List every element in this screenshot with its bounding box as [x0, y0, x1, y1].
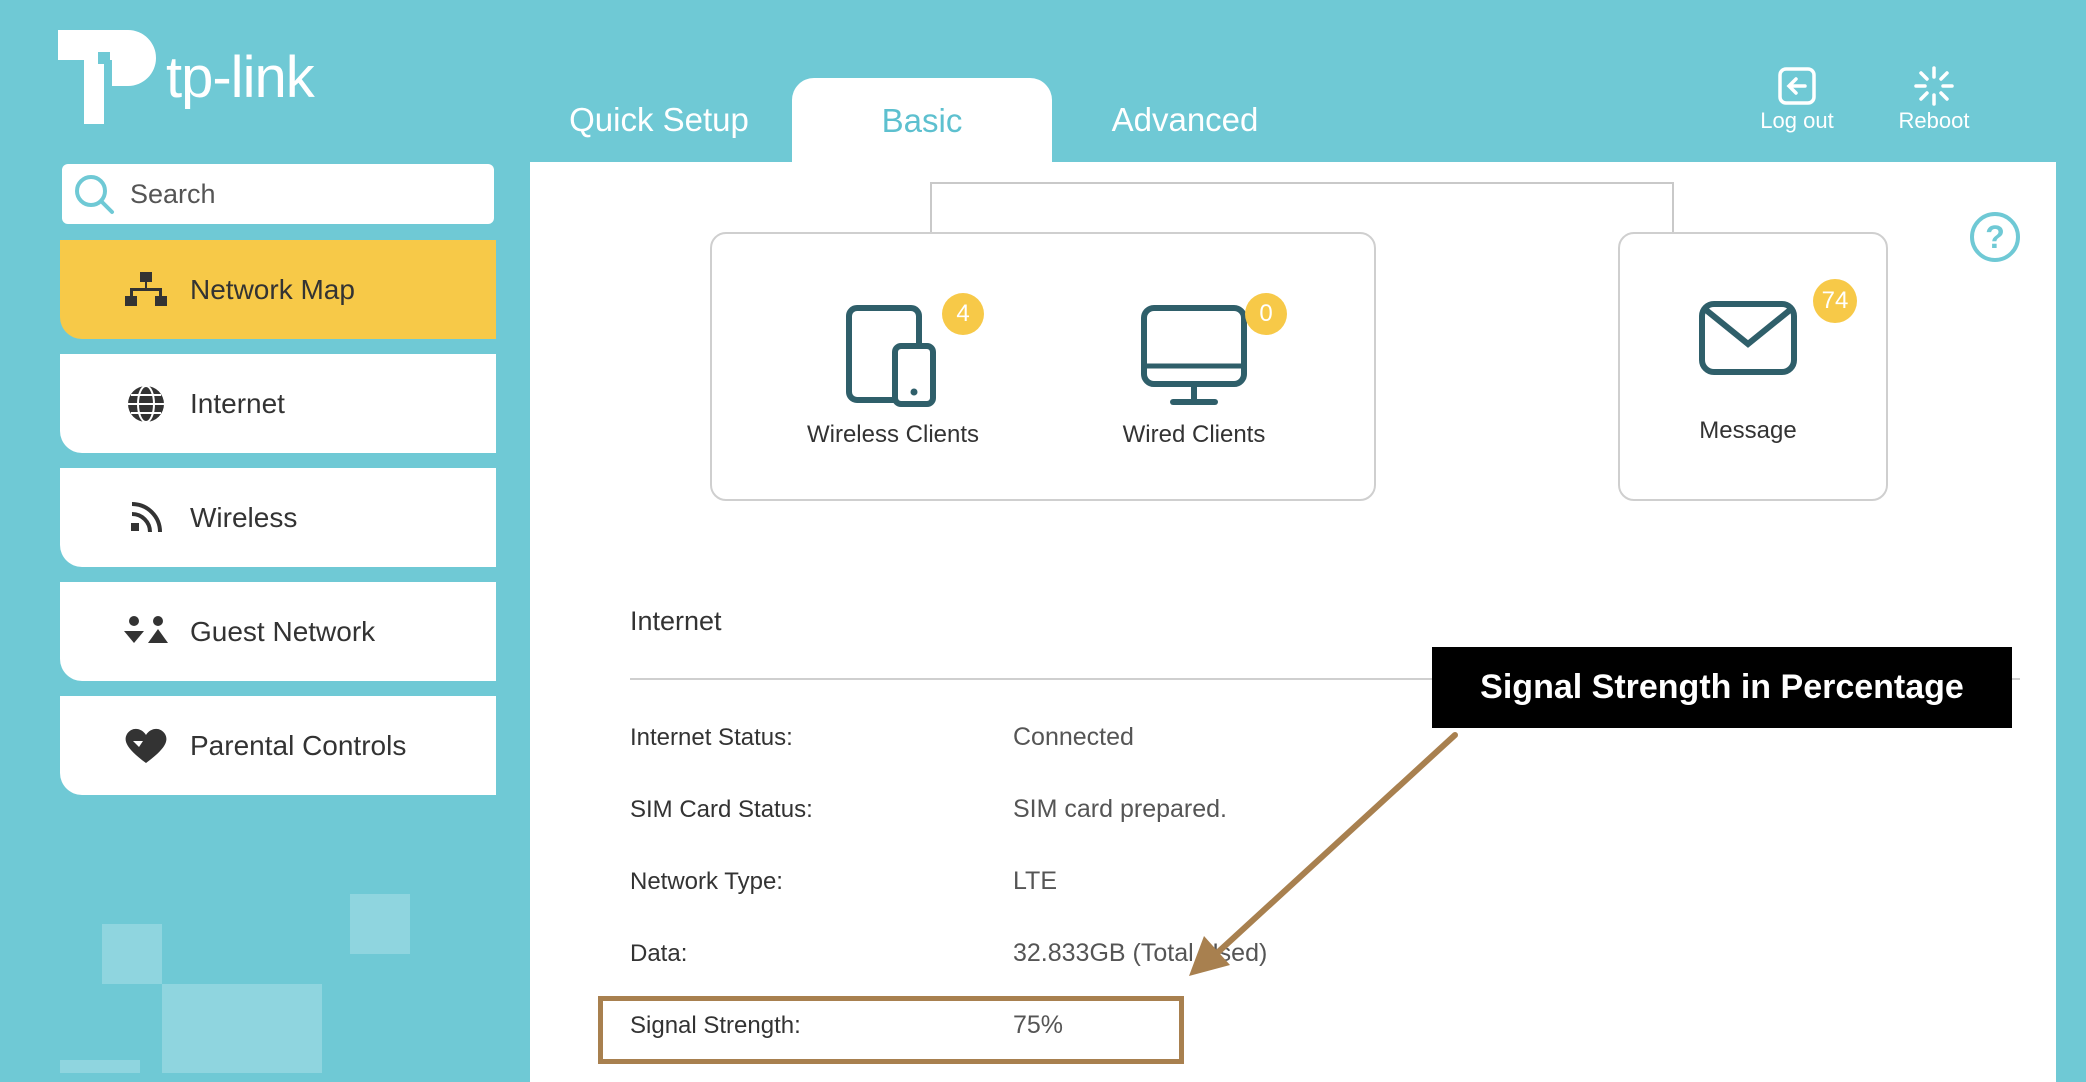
data-value: 32.833GB (Total Used) [1013, 939, 1268, 967]
reboot-label: Reboot [1898, 108, 1970, 133]
decor-square [350, 894, 410, 954]
message[interactable]: Message [1638, 300, 1858, 445]
decor-square [102, 924, 162, 984]
sidebar-item-parental-controls[interactable]: Parental Controls [60, 696, 496, 795]
globe-icon [116, 384, 176, 424]
internet-status-value: Connected [1013, 723, 1134, 751]
sim-card-status-label: SIM Card Status: [630, 796, 813, 823]
topology-connector [1672, 182, 1674, 234]
search-input[interactable] [128, 177, 472, 211]
wireless-clients[interactable]: Wireless Clients [783, 304, 1003, 449]
heart-icon [116, 727, 176, 765]
wired-clients[interactable]: Wired Clients [1084, 304, 1304, 449]
message-label: Message [1699, 417, 1797, 444]
sidebar-item-internet[interactable]: Internet [60, 354, 496, 453]
internet-section-title: Internet [630, 606, 722, 636]
network-type-label: Network Type: [630, 868, 783, 895]
sidebar-item-network-map[interactable]: Network Map [60, 240, 496, 339]
envelope-icon [1699, 301, 1797, 375]
clients-box [710, 232, 1376, 501]
tab-quick-setup[interactable]: Quick Setup [569, 101, 749, 138]
decor-square [162, 984, 322, 1073]
signal-strength-highlight [598, 996, 1184, 1064]
sidebar-item-label: Network Map [190, 273, 355, 305]
tp-link-logo [58, 30, 156, 124]
message-count-badge: 74 [1813, 279, 1857, 323]
data-label: Data: [630, 940, 688, 967]
tab-advanced[interactable]: Advanced [1111, 101, 1259, 138]
message-box [1618, 232, 1888, 501]
decor-square [60, 1060, 140, 1073]
wired-clients-count-badge: 0 [1245, 293, 1287, 335]
network-map-icon [116, 271, 176, 308]
sim-card-status-value: SIM card prepared. [1013, 795, 1227, 823]
guest-icon [116, 615, 176, 649]
logo-text: tp-link [166, 45, 315, 110]
sidebar-item-guest-network[interactable]: Guest Network [60, 582, 496, 681]
wifi-icon [116, 500, 176, 536]
help-icon[interactable]: ? [1970, 212, 2020, 262]
signal-strength-label: Signal Strength: [630, 1012, 801, 1039]
sidebar-item-label: Parental Controls [190, 729, 407, 761]
logout-button[interactable]: Log out [1737, 66, 1857, 134]
sidebar-item-label: Wireless [190, 501, 298, 533]
sidebar-item-label: Internet [190, 387, 285, 419]
signal-strength-value: 75% [1013, 1011, 1064, 1039]
wireless-clients-icon [846, 305, 936, 407]
logout-icon [1778, 67, 1816, 105]
annotation-callout: Signal Strength in Percentage [1432, 647, 2012, 728]
wireless-clients-count-badge: 4 [942, 293, 984, 335]
topology-connector [930, 182, 1674, 184]
reboot-button[interactable]: Reboot [1874, 66, 1994, 134]
search-icon [75, 175, 114, 214]
section-divider [630, 678, 2020, 680]
tab-basic[interactable]: Basic [792, 78, 1052, 164]
topology-connector [930, 182, 932, 234]
sidebar-item-wireless[interactable]: Wireless [60, 468, 496, 567]
network-type-value: LTE [1013, 867, 1057, 895]
internet-status-label: Internet Status: [630, 724, 793, 751]
sidebar-item-label: Guest Network [190, 615, 376, 647]
wired-clients-icon [1141, 305, 1247, 405]
wireless-clients-label: Wireless Clients [806, 421, 980, 448]
search-box[interactable] [62, 164, 494, 224]
wired-clients-label: Wired Clients [1122, 421, 1266, 448]
logout-label: Log out [1760, 108, 1834, 133]
reboot-icon [1914, 66, 1954, 106]
